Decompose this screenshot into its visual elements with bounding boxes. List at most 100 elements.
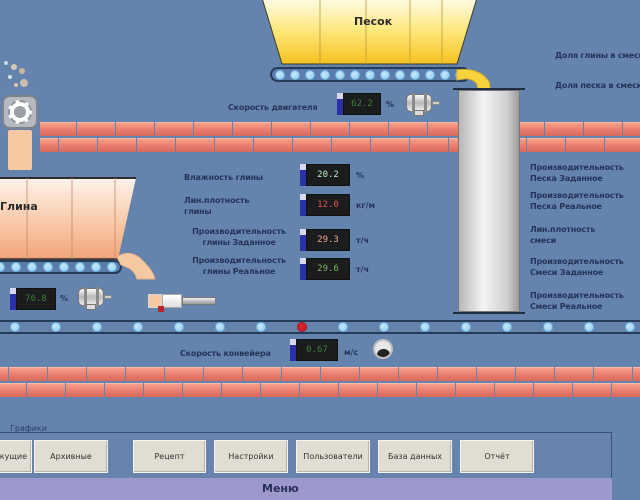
clay-param-display: 12.0 <box>300 194 350 216</box>
brick <box>428 122 466 136</box>
brick <box>339 383 377 397</box>
brick <box>371 138 409 152</box>
conveyor-speed-unit: м/с <box>344 348 359 357</box>
clay-param-unit: % <box>356 171 365 180</box>
brick <box>155 122 193 136</box>
conveyor-roller <box>174 322 184 332</box>
sand-motor-icon <box>402 92 442 116</box>
brick <box>350 122 388 136</box>
brick <box>9 367 47 381</box>
conveyor-roller <box>425 70 435 80</box>
brick <box>77 122 115 136</box>
brick <box>417 383 455 397</box>
clay-param-display: 29.6 <box>300 258 350 280</box>
sand-throughput-set-label: Производительность Песка Заданное <box>530 163 624 183</box>
conveyor-roller <box>461 322 471 332</box>
brick <box>137 138 175 152</box>
brick <box>0 383 26 397</box>
brick <box>176 138 214 152</box>
menu-button-0[interactable]: Текущие <box>0 440 32 473</box>
conveyor-roller <box>11 262 21 272</box>
conveyor-roller <box>51 322 61 332</box>
crusher-icon <box>2 95 38 129</box>
menu-button-2[interactable]: Рецепт <box>133 440 206 473</box>
conveyor-roller <box>43 262 53 272</box>
conveyor-roller <box>320 70 330 80</box>
brick <box>612 383 640 397</box>
brick <box>399 367 437 381</box>
sand-throughput-real-label: Производительность Песка Реальное <box>530 191 624 211</box>
sand-share-label: Доля песка в смеси <box>555 81 640 90</box>
brick <box>40 138 58 152</box>
sand-hopper: Песок <box>262 0 477 68</box>
clay-share-label: Доля глины в смеси <box>555 51 640 60</box>
conveyor-roller <box>379 322 389 332</box>
brick <box>87 367 125 381</box>
brick <box>204 367 242 381</box>
brick <box>594 367 632 381</box>
brick <box>126 367 164 381</box>
brick <box>605 138 640 152</box>
conveyor-roller <box>91 262 101 272</box>
conveyor-roller <box>380 70 390 80</box>
brick <box>516 367 554 381</box>
menu-button-1[interactable]: Архивные <box>34 440 108 473</box>
brick <box>633 367 640 381</box>
crusher-debris <box>4 61 28 87</box>
clay-motor-display: 76.8 <box>10 288 56 310</box>
conveyor-roller <box>107 262 117 272</box>
density-sensor <box>148 292 218 312</box>
mix-throughput-set-label: Производительность Смеси Заданное <box>530 257 624 277</box>
conveyor-roller <box>584 322 594 332</box>
brick <box>98 138 136 152</box>
brick <box>378 383 416 397</box>
brick <box>215 138 253 152</box>
menu-button-5[interactable]: База данных <box>378 440 452 473</box>
clay-param-unit: т/ч <box>356 265 370 274</box>
mix-throughput-real-label: Производительность Смеси Реальное <box>530 291 624 311</box>
conveyor-roller <box>502 322 512 332</box>
conveyor-roller <box>410 70 420 80</box>
brick <box>534 383 572 397</box>
clay-density-label: Лин.плотность глины <box>184 196 250 216</box>
brick <box>261 383 299 397</box>
brick <box>243 367 281 381</box>
brick <box>545 122 583 136</box>
brick <box>48 367 86 381</box>
brick <box>27 383 65 397</box>
menu-button-3[interactable]: Настройки <box>214 440 288 473</box>
main-conveyor <box>0 320 640 334</box>
brick <box>272 122 310 136</box>
menu-title-bar: Меню <box>0 478 612 500</box>
brick <box>66 383 104 397</box>
conveyor-roller <box>92 322 102 332</box>
clay-param-value: 12.0 <box>306 194 350 216</box>
menu-button-6[interactable]: Отчёт <box>460 440 534 473</box>
conveyor-roller <box>256 322 266 332</box>
brick <box>584 122 622 136</box>
conveyor-roller <box>365 70 375 80</box>
clay-throughput-real-label: Производительность глины Реальное <box>192 256 286 276</box>
brick <box>321 367 359 381</box>
brick <box>40 122 76 136</box>
conveyor-roller <box>133 322 143 332</box>
motor-speed-label: Скорость двигателя <box>228 103 318 112</box>
gauge-icon <box>373 339 393 359</box>
brick <box>438 367 476 381</box>
brick <box>300 383 338 397</box>
brick <box>183 383 221 397</box>
conveyor-speed-value: 0.67 <box>296 339 338 361</box>
motor-speed-unit: % <box>386 100 395 109</box>
menu-group-label: Графики <box>10 424 47 433</box>
brick <box>495 383 533 397</box>
menu-button-4[interactable]: Пользователи <box>296 440 370 473</box>
conveyor-roller <box>543 322 553 332</box>
brick <box>0 367 8 381</box>
clay-motor-unit: % <box>60 294 69 303</box>
clay-hopper: Глина <box>0 175 140 265</box>
conveyor-speed-label: Скорость конвейера <box>180 349 271 358</box>
brick <box>566 138 604 152</box>
conveyor-speed-display: 0.67 <box>290 339 338 361</box>
brick <box>222 383 260 397</box>
conveyor-roller <box>75 262 85 272</box>
